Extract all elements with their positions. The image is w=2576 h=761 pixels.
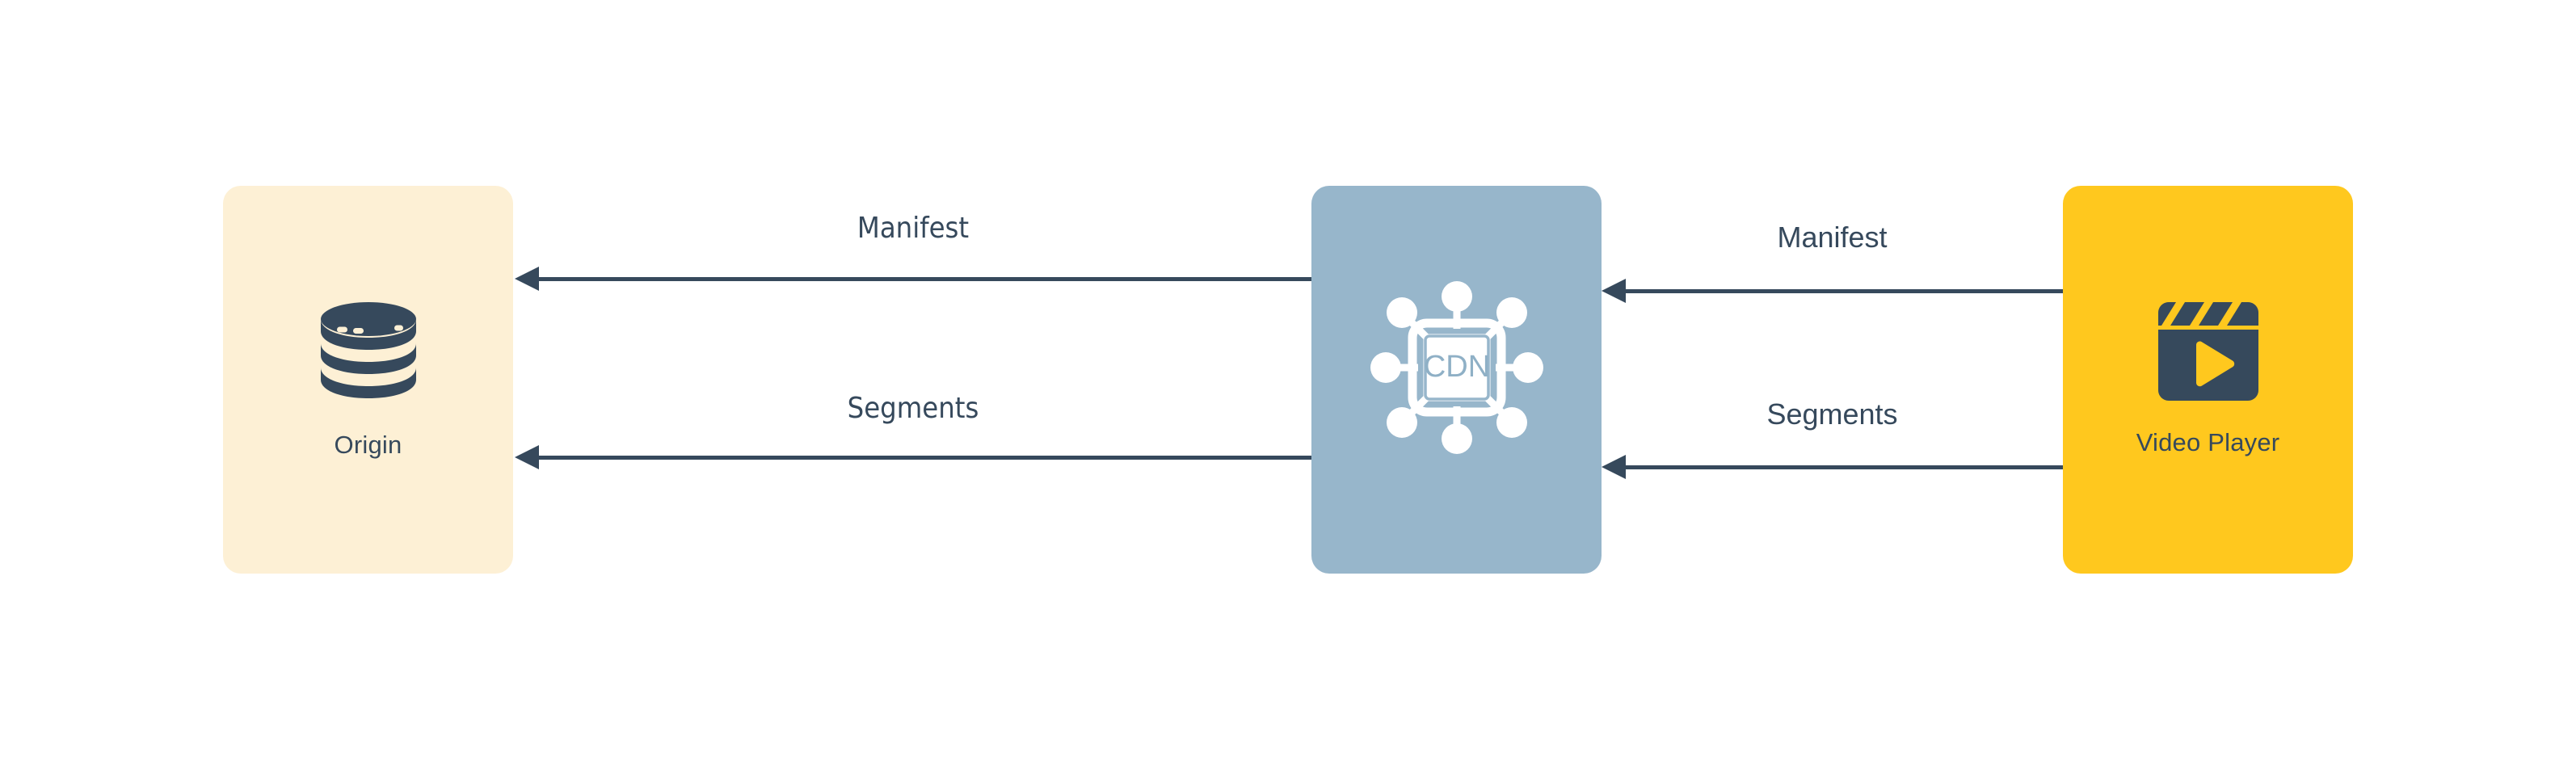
node-cdn[interactable]: CDN: [1311, 186, 1602, 574]
edge-manifest-origin-from-cdn: [515, 267, 1311, 291]
edge-manifest-cdn-from-player: [1602, 279, 2063, 303]
node-video-player-label: Video Player: [2136, 428, 2280, 456]
video-clapperboard-play-icon: [2157, 302, 2258, 402]
arrowhead-left-icon: [1602, 279, 1626, 303]
cdn-chip-icon: CDN: [1368, 279, 1546, 456]
node-origin-label: Origin: [334, 431, 402, 459]
edge-line: [1624, 465, 2063, 469]
edge-label-segments-right: Segments: [1766, 397, 1898, 431]
edge-segments-cdn-from-player: [1602, 455, 2063, 479]
node-video-player[interactable]: Video Player: [2063, 186, 2353, 574]
cdn-icon-text: CDN: [1423, 350, 1489, 384]
edge-segments-origin-from-cdn: [515, 445, 1311, 469]
arrowhead-left-icon: [515, 267, 539, 291]
arrowhead-left-icon: [515, 445, 539, 469]
edge-label-manifest-right: Manifest: [1777, 221, 1888, 254]
database-icon: [318, 300, 419, 403]
edge-line: [537, 277, 1311, 281]
edge-line: [537, 456, 1311, 460]
edge-label-segments-left: Segments: [847, 392, 979, 425]
arrowhead-left-icon: [1602, 455, 1626, 479]
edge-line: [1624, 289, 2063, 293]
node-origin[interactable]: Origin: [223, 186, 513, 574]
edge-label-manifest-left: Manifest: [857, 212, 970, 245]
